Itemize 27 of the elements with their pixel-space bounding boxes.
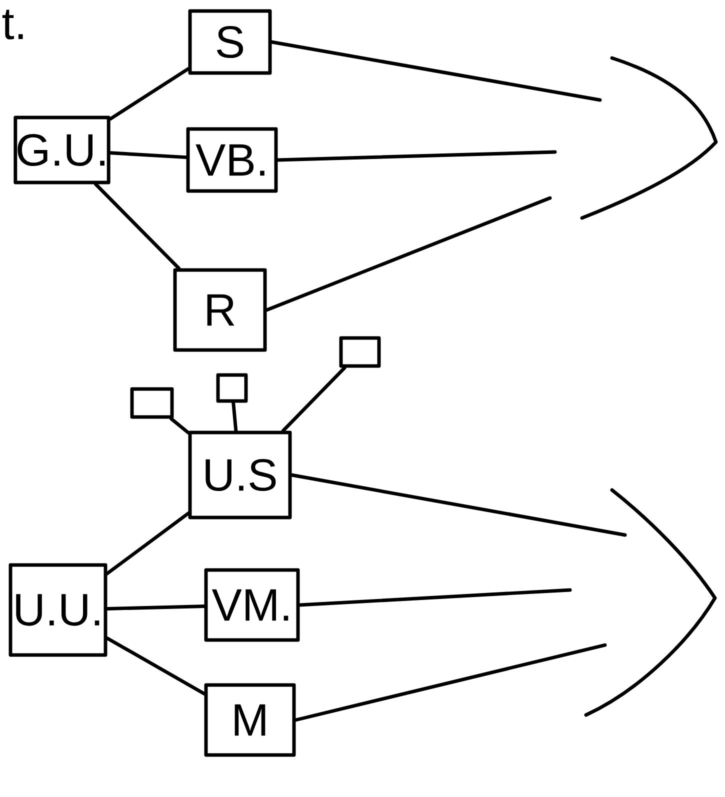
- connector-line: [94, 182, 181, 270]
- letter-box: U.S: [188, 430, 292, 520]
- letter-box: U.U.: [8, 563, 108, 657]
- letter-box: G.U.: [14, 116, 110, 184]
- connector-line: [276, 150, 557, 162]
- small-box: [216, 373, 248, 403]
- letter-box: R: [173, 268, 267, 352]
- connector-line: [298, 588, 572, 607]
- connector-line: [232, 401, 238, 432]
- letter-box: VB.: [186, 127, 278, 193]
- small-box: [130, 387, 174, 419]
- connector-line: [281, 366, 346, 432]
- small-box: [339, 336, 381, 368]
- connector-line: [294, 643, 607, 722]
- connector-line: [106, 512, 190, 576]
- connector-line: [265, 196, 552, 312]
- connector-line: [290, 473, 627, 537]
- connector-line: [169, 417, 190, 434]
- connector-line: [106, 636, 206, 696]
- connector-line: [106, 604, 206, 610]
- letter-box: S: [188, 9, 272, 75]
- page-number: t.: [2, 10, 23, 40]
- connector-line: [108, 67, 190, 121]
- letter-box: VM.: [204, 568, 300, 642]
- connector-line: [108, 151, 188, 160]
- connector-line: [270, 40, 602, 102]
- letter-box: M: [204, 683, 296, 757]
